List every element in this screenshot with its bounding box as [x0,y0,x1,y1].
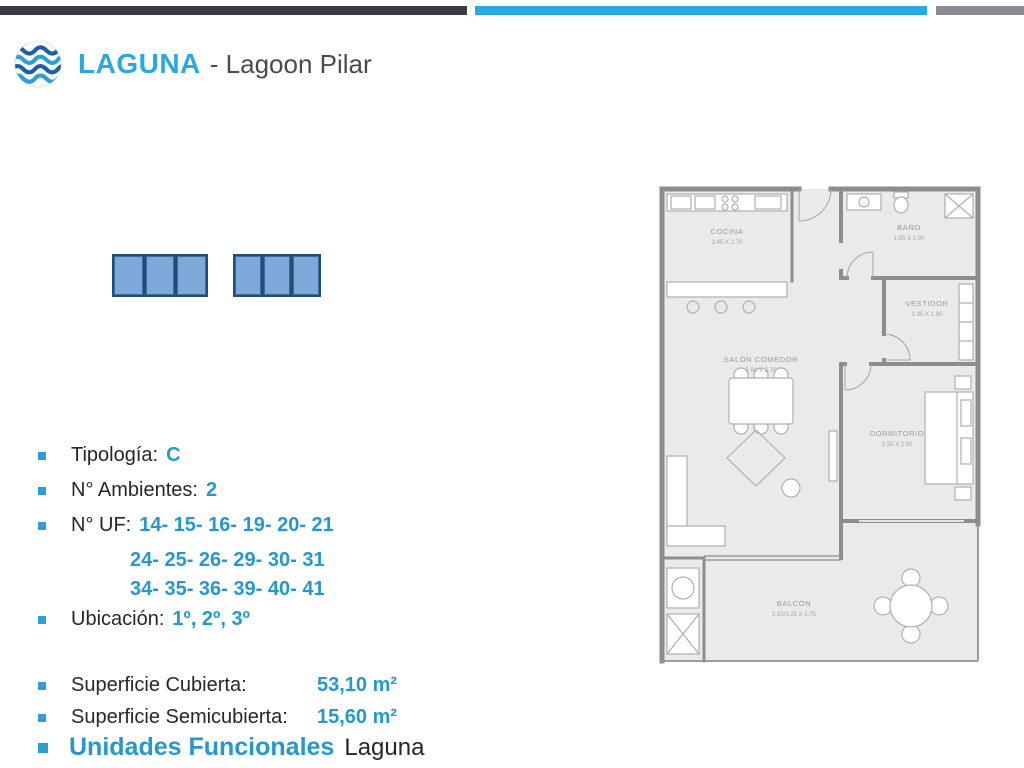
spec-row-ambientes: N° Ambientes: 2 [38,479,217,502]
dining-set [728,367,794,435]
spec-row-superficie-cubierta: Superficie Cubierta: 53,10 m² [38,674,397,697]
room-label-dormitorio: DORMITORIO [870,429,925,438]
spec-value: 1º, 2º, 3º [172,608,250,630]
wardrobe [958,283,974,361]
bullet-icon [38,713,46,722]
bullet-icon [38,681,46,690]
spec-value: C [166,444,181,466]
top-bar-dark [0,6,467,15]
room-dims-cocina: 2.45 X 2.70 [712,240,743,246]
top-bar-gray [936,6,1024,15]
sofa [666,430,838,547]
window-pane [293,256,319,295]
spec-label: N° Ambientes: [71,479,198,501]
spec-row-unidades-funcionales: Unidades Funcionales Laguna [38,733,424,762]
spec-label: N° UF: [71,514,132,536]
bed [924,375,974,501]
building-window-graphic-2 [233,254,321,297]
room-dims-dormitorio: 3.30 X 2.90 [882,442,913,448]
header: LAGUNA - Lagoon Pilar [14,40,372,88]
window-pane [235,256,261,295]
bathroom-fixtures [846,191,974,219]
spec-row-ubicacion: Ubicación: 1º, 2º, 3º [38,608,250,631]
spec-value: 15,60 m² [317,706,398,728]
room-label-salon: SALÓN COMEDOR [724,355,798,364]
window-pane [264,256,290,295]
window-pane [145,256,175,295]
page-title: LAGUNA - Lagoon Pilar [78,48,372,80]
laguna-wave-logo-icon [14,40,62,88]
brand-name: LAGUNA [78,48,201,79]
spec-row-superficie-semicubierta: Superficie Semicubierta: 15,60 m² [38,706,397,729]
sliding-door [704,555,841,561]
spec-label: Tipología: [71,444,159,466]
spec-value: 2 [205,479,218,501]
window-pane [114,256,143,295]
rug [726,429,786,487]
room-label-vestidor: VESTIDOR [905,299,948,308]
spec-row-uf-continued: 34- 35- 36- 39- 40- 41 [130,578,325,601]
spec-label: Unidades Funcionales [69,733,335,761]
bullet-icon [38,451,46,460]
spec-value: 53,10 m² [317,674,398,696]
room-label-cocina: COCINA [711,227,744,236]
room-dims-vestidor: 1.95 X 1.90 [912,312,943,318]
spec-row-tipologia: Tipología: C [38,444,181,467]
bullet-icon [38,742,48,753]
spec-value: Laguna [344,733,425,761]
exterior-walls [659,186,981,664]
spec-label: Superficie Semicubierta: [71,706,288,728]
balcony-table-set [873,568,949,644]
bullet-icon [38,521,46,530]
kitchen-furniture [666,193,788,314]
building-window-graphic-1 [112,254,208,297]
spec-value: 34- 35- 36- 39- 40- 41 [130,578,325,600]
room-label-balcon: BALCÓN [777,599,811,608]
room-dims-bano: 1.55 X 2.90 [894,236,925,242]
spec-value: 14- 15- 16- 19- 20- 21 [139,514,334,536]
spec-label: Superficie Cubierta: [71,674,247,696]
door-swings [798,188,911,391]
room-label-bano: BAÑO [897,223,921,232]
bullet-icon [38,615,46,624]
spec-value: 24- 25- 26- 29- 30- 31 [130,549,325,571]
spec-label: Ubicación: [71,608,165,630]
floor-plan: COCINA 2.45 X 2.70 BAÑO 1.55 X 2.90 VEST… [659,186,981,664]
top-bar-blue [475,6,927,15]
spec-row-uf-continued: 24- 25- 26- 29- 30- 31 [130,549,325,572]
spec-row-uf: N° UF: 14- 15- 16- 19- 20- 21 [38,514,334,537]
balcony-railing [662,524,979,662]
laundry-units [666,567,700,655]
window-pane [177,256,207,295]
room-dims-salon: 5.60 X 3.70 [746,368,777,374]
bullet-icon [38,486,46,495]
brand-subtitle: - Lagoon Pilar [209,49,372,79]
room-dims-balcon: 2.10/3.25 X 5.75 [772,612,817,618]
